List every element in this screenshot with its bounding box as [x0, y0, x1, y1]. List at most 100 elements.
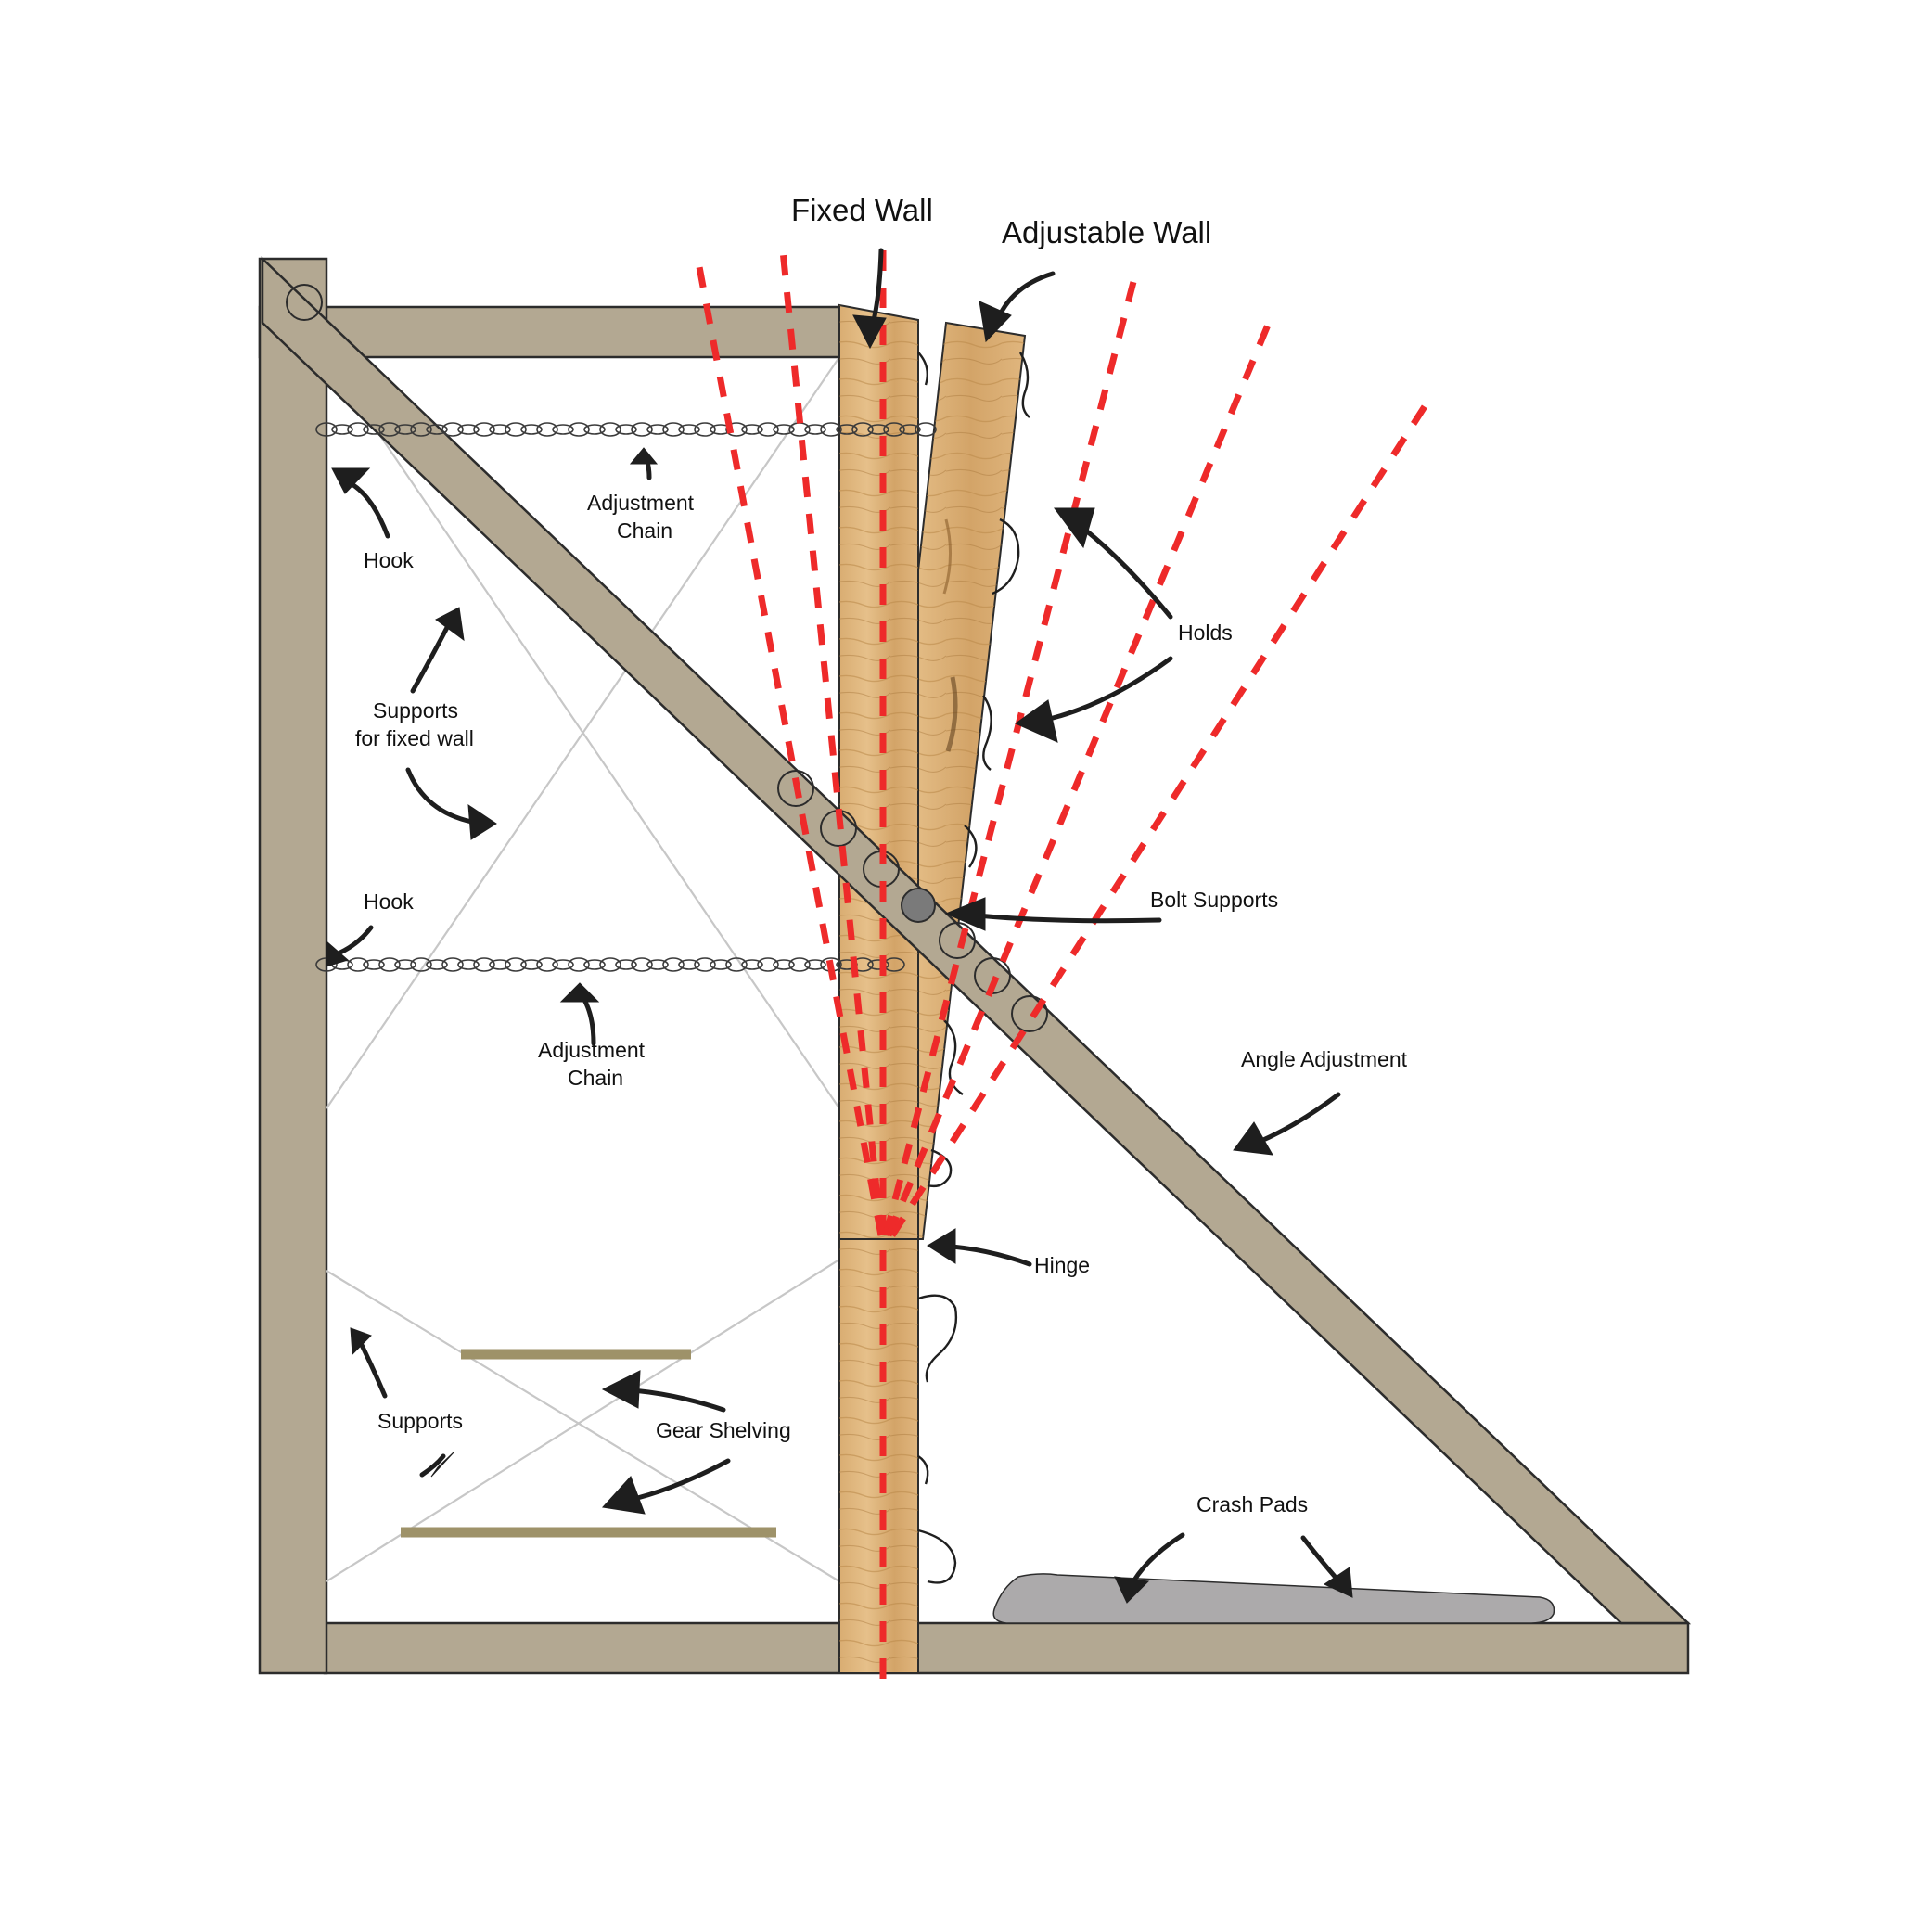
chain-link [773, 424, 795, 435]
chain-link [757, 957, 779, 972]
gear-shelves [401, 1349, 776, 1538]
chain-link [363, 959, 385, 970]
chain-link [678, 959, 700, 970]
chain-link [804, 424, 826, 435]
chain-link [788, 422, 811, 437]
chain-link [915, 422, 937, 437]
chain-link [426, 424, 448, 435]
hold [917, 1455, 929, 1485]
crash-pad [992, 1573, 1555, 1624]
chain-link [646, 424, 669, 435]
chain-link [426, 959, 448, 970]
chain-link [457, 424, 480, 435]
chain-link [662, 957, 685, 972]
label-supports: Supports [377, 1409, 463, 1433]
bolt-hole [939, 922, 976, 959]
label-holds: Holds [1178, 621, 1233, 645]
chain-link [441, 957, 464, 972]
chain-link [410, 957, 432, 972]
bolt-hole [1011, 995, 1048, 1032]
chain-link [378, 957, 401, 972]
arrowhead [1054, 507, 1095, 549]
label-angle-adjustment: Angle Adjustment [1241, 1047, 1408, 1071]
arrow-hook-top [342, 478, 390, 539]
pivot-bolt [286, 284, 323, 321]
arrowhead [1233, 1121, 1273, 1156]
chain-link [505, 957, 527, 972]
hold [943, 1019, 964, 1095]
arrowhead [1114, 1576, 1150, 1604]
hold [964, 825, 978, 868]
chain-link [378, 422, 401, 437]
arrow-supports-lower-down [419, 1453, 446, 1478]
arrowhead [350, 1327, 372, 1356]
chain-link [568, 422, 590, 437]
chain-link [394, 424, 416, 435]
label-supports-fixed-1: Supports [373, 698, 458, 723]
chain-link [725, 422, 748, 437]
angle-line [778, 240, 885, 1236]
adjustment-chain-top [315, 422, 937, 437]
chain-link [410, 422, 432, 437]
chain-link [867, 959, 889, 970]
left-post [258, 257, 328, 1675]
chain-link [836, 424, 858, 435]
bolt-filled [901, 888, 936, 923]
chain-link [851, 422, 874, 437]
hold [992, 518, 1020, 595]
label-bolt-supports: Bolt Supports [1150, 888, 1278, 912]
chain-link [520, 959, 543, 970]
chain-link [788, 957, 811, 972]
arrowhead [852, 314, 887, 350]
chain-link [757, 422, 779, 437]
chain-link [694, 422, 716, 437]
angle-line [889, 399, 1431, 1237]
arrow-hook-mid [331, 925, 374, 958]
chain-link [741, 424, 763, 435]
hold [917, 1529, 957, 1584]
chain-link [820, 422, 842, 437]
chain-link [441, 422, 464, 437]
label-adjustment-chain-top-2: Chain [617, 518, 672, 543]
bolt-supports [777, 770, 1048, 1032]
chain-link [615, 959, 637, 970]
chain-link [520, 424, 543, 435]
chain-link [583, 424, 606, 435]
chain-link [489, 424, 511, 435]
arrowhead [326, 940, 350, 967]
chain-link [583, 959, 606, 970]
label-hook-top: Hook [364, 548, 414, 572]
chain-link [694, 957, 716, 972]
label-adjustment-chain-top-1: Adjustment [587, 491, 695, 515]
chain-link [725, 957, 748, 972]
frame [258, 257, 1690, 1675]
arrowhead [602, 1476, 646, 1515]
arrowhead [601, 1370, 641, 1409]
chain-link [662, 422, 685, 437]
title-adjustable-wall: Adjustable Wall [1002, 215, 1211, 249]
chain-link [394, 959, 416, 970]
chain-link [331, 424, 353, 435]
arrowhead [944, 897, 986, 931]
chain-link [615, 424, 637, 435]
chain-link [568, 957, 590, 972]
hold [917, 352, 928, 386]
chain-link [741, 959, 763, 970]
chain-link [631, 957, 653, 972]
arrowhead [331, 467, 371, 494]
chain-link [552, 424, 574, 435]
chain-link [646, 959, 669, 970]
angle-line [694, 256, 885, 1236]
arrowhead [629, 447, 659, 465]
chain-link [804, 959, 826, 970]
label-crash-pads: Crash Pads [1196, 1492, 1308, 1516]
angle-line [882, 277, 1138, 1236]
chain-link [457, 959, 480, 970]
arrowhead [1014, 699, 1058, 743]
chain-link [773, 959, 795, 970]
bolt-hole [777, 770, 814, 807]
upper-brace-b [326, 356, 840, 1109]
hold [982, 695, 992, 771]
angle-lines [694, 240, 1431, 1679]
chain-link [363, 424, 385, 435]
